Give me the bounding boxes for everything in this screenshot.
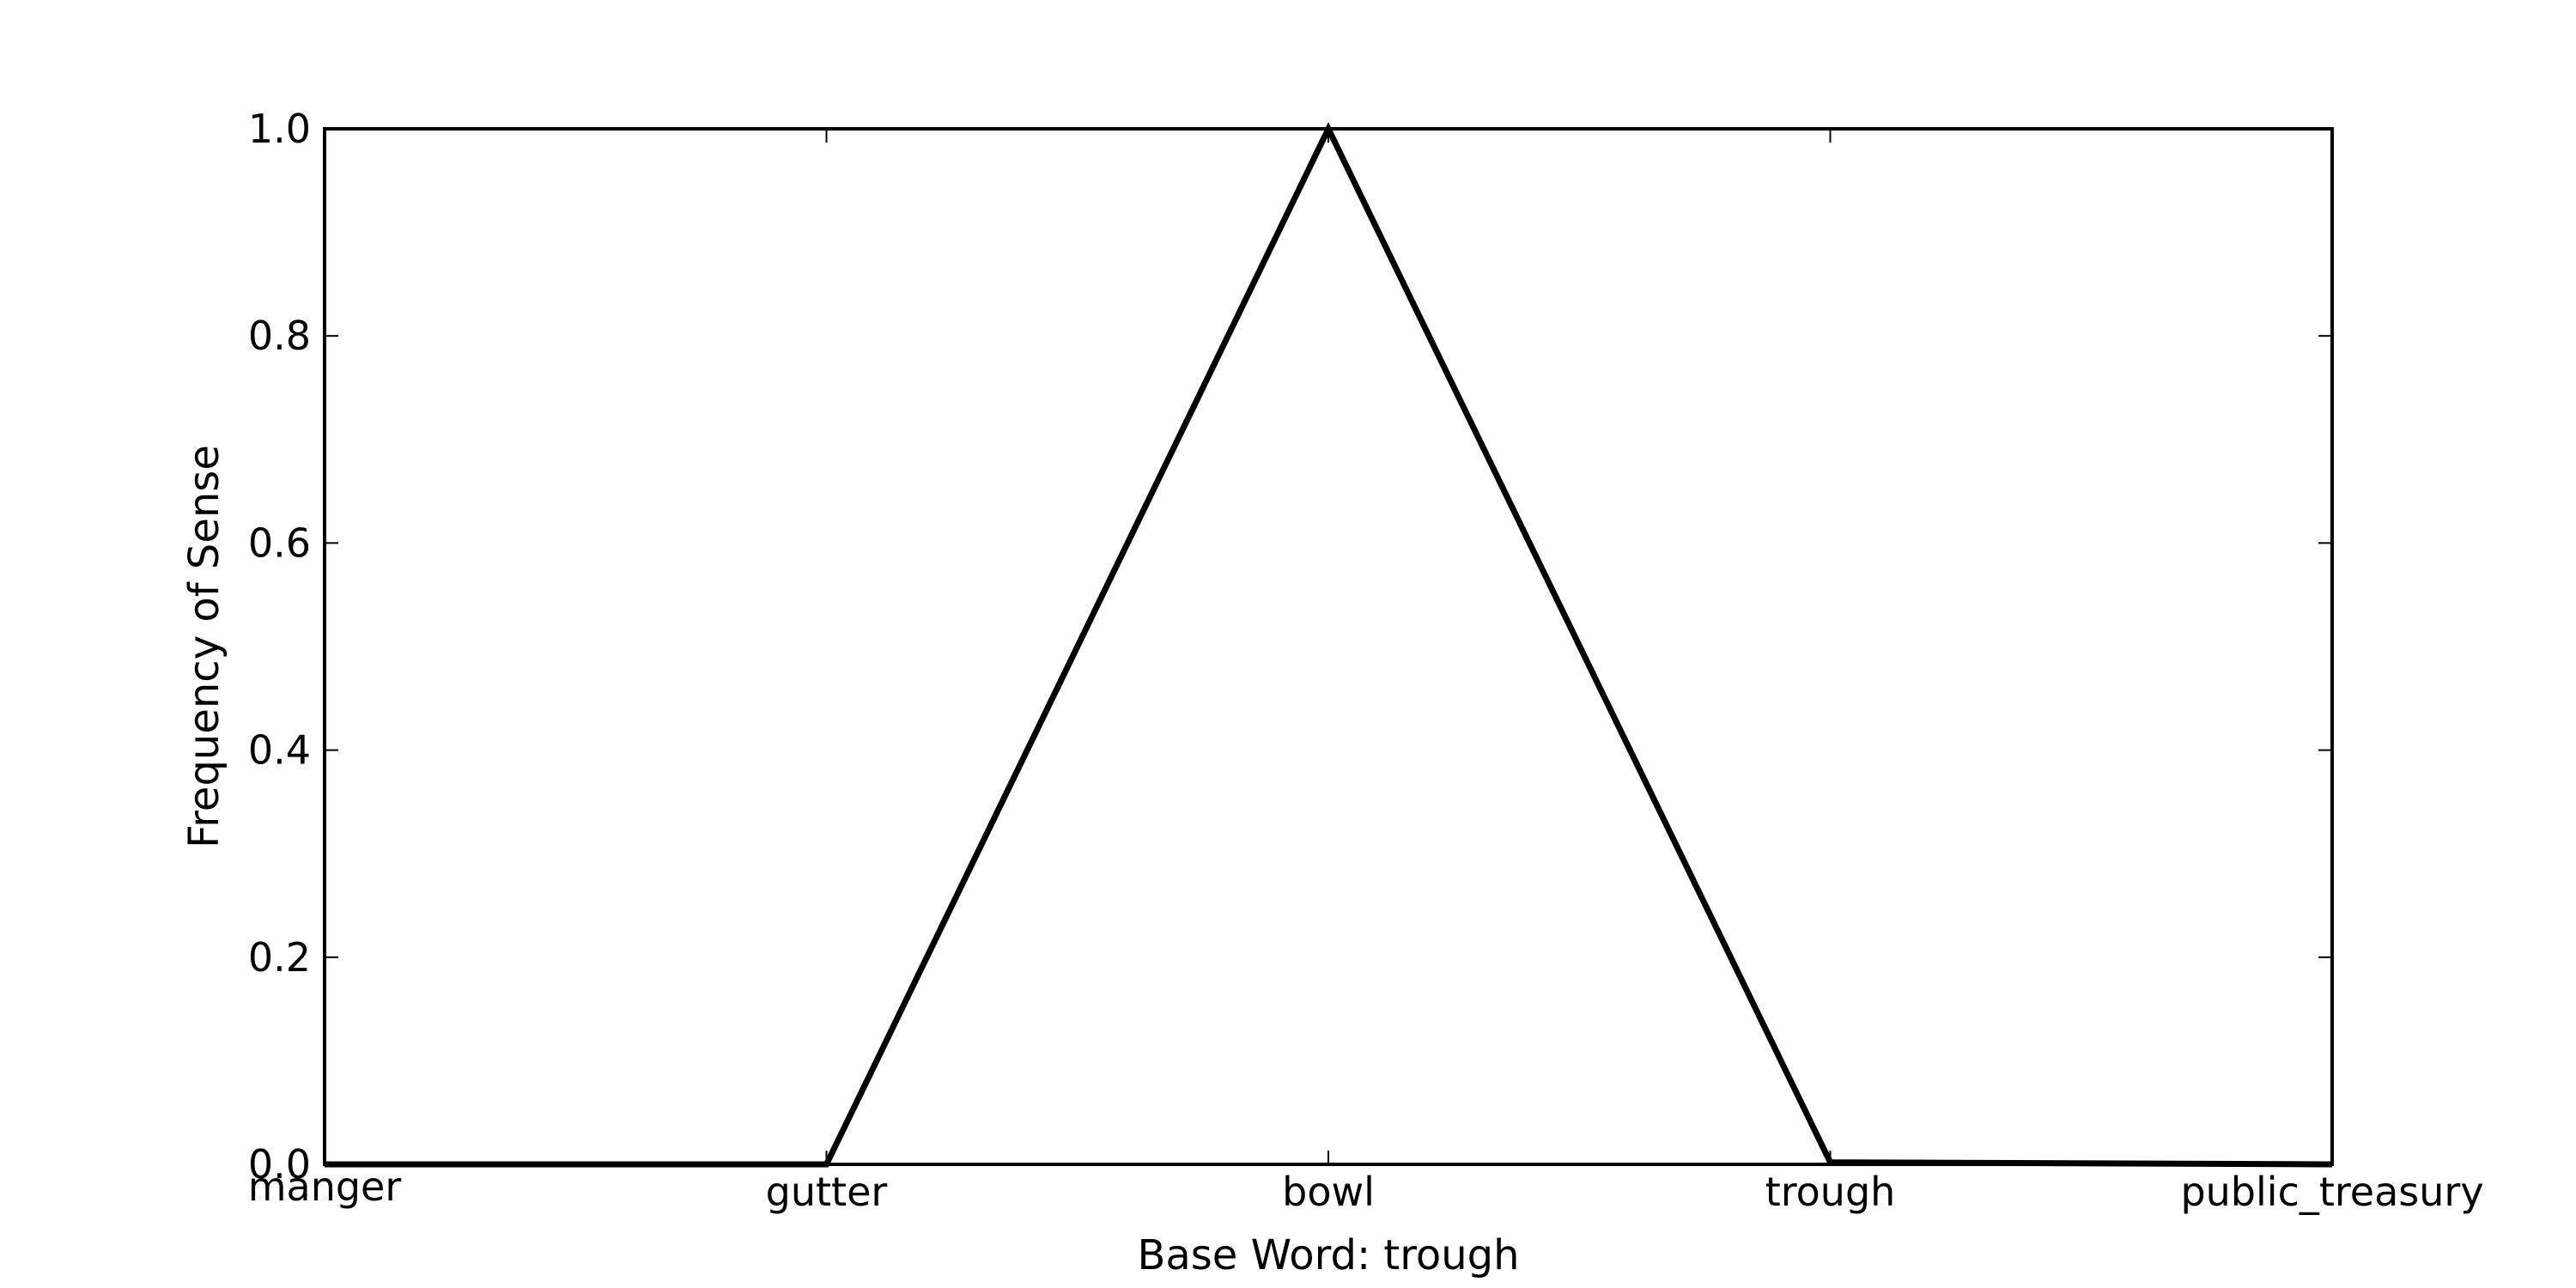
x-tick-label: bowl [1282, 1169, 1375, 1215]
x-tick-label: trough [1765, 1169, 1896, 1215]
y-tick-label: 1.0 [248, 106, 311, 152]
y-tick-label: 0.6 [248, 519, 311, 566]
y-axis-ticks: 0.0 0.2 0.4 0.6 0.8 1.0 [248, 106, 2332, 1188]
x-tick-label: manger [248, 1163, 402, 1210]
x-axis-ticks: manger gutter bowl trough public_treasury [248, 129, 2484, 1215]
x-tick-label: gutter [766, 1169, 888, 1215]
series-line-0 [325, 121, 2333, 1168]
y-tick-label: 0.4 [248, 727, 311, 774]
plot-area-frame [323, 127, 2334, 1166]
y-axis-label: Frequency of Sense [180, 445, 228, 848]
y-tick-label: 0.8 [248, 313, 311, 359]
x-axis-label: Base Word: trough [1137, 1231, 1519, 1279]
y-tick-label: 0.0 [248, 1141, 311, 1188]
x-tick-label: public_treasury [2180, 1169, 2483, 1215]
y-tick-label: 0.2 [248, 934, 311, 981]
series-layer [325, 121, 2333, 1168]
